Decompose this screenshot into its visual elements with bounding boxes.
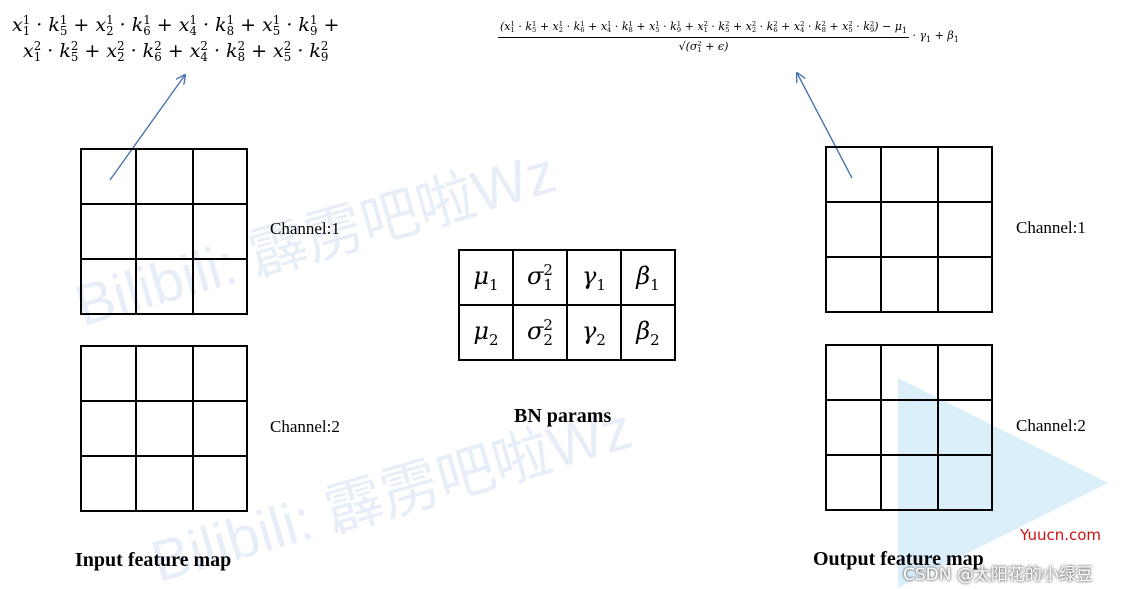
- grid-cell: [82, 347, 137, 402]
- grid-cell: [882, 401, 939, 456]
- input-arrow: [109, 75, 185, 181]
- grid-cell: [194, 347, 248, 402]
- grid-cell: [194, 402, 248, 457]
- grid-cell: [827, 346, 882, 401]
- bn-param-cell: β2: [620, 304, 676, 361]
- grid-cell: [194, 457, 248, 512]
- grid-cell: [82, 402, 137, 457]
- grid-cell: [82, 150, 137, 205]
- grid-cell: [827, 401, 882, 456]
- grid-cell: [939, 203, 993, 258]
- grid-cell: [882, 148, 939, 203]
- output-channel-2-label: Channel:2: [1016, 416, 1086, 435]
- bn-param-cell: μ1: [458, 249, 514, 306]
- bn-params-caption: BN params: [514, 405, 612, 427]
- grid-cell: [137, 347, 194, 402]
- grid-cell: [82, 260, 137, 315]
- bn-param-cell: γ1: [566, 249, 622, 306]
- decorative-triangle: [898, 378, 1108, 588]
- grid-cell: [827, 203, 882, 258]
- input-channel-1-grid: [80, 148, 248, 315]
- grid-cell: [882, 258, 939, 313]
- grid-cell: [137, 457, 194, 512]
- grid-cell: [827, 258, 882, 313]
- grid-cell: [137, 205, 194, 260]
- grid-cell: [939, 258, 993, 313]
- grid-cell: [82, 457, 137, 512]
- output-feature-map-title: Output feature map: [813, 548, 984, 570]
- grid-cell: [882, 456, 939, 511]
- grid-cell: [827, 456, 882, 511]
- bn-param-cell: μ2: [458, 304, 514, 361]
- input-channel-2-grid: [80, 345, 248, 512]
- grid-cell: [137, 402, 194, 457]
- output-arrow: [797, 73, 853, 179]
- bn-param-cell: β1: [620, 249, 676, 306]
- grid-cell: [939, 456, 993, 511]
- site-watermark: Yuucn.com: [1020, 526, 1102, 544]
- input-channel-1-label: Channel:1: [270, 219, 340, 238]
- output-channel-2-grid: [825, 344, 993, 511]
- formula-scale-shift: · γ1 + β1: [912, 29, 959, 45]
- grid-cell: [939, 401, 993, 456]
- input-feature-map-title: Input feature map: [75, 549, 232, 571]
- grid-cell: [939, 148, 993, 203]
- csdn-author-watermark: CSDN @太阳花的小绿豆: [903, 565, 1093, 585]
- input-channel-2-label: Channel:2: [270, 417, 340, 436]
- grid-cell: [194, 260, 248, 315]
- grid-cell: [137, 260, 194, 315]
- bn-param-cell: γ2: [566, 304, 622, 361]
- grid-cell: [882, 346, 939, 401]
- output-channel-1-grid: [825, 146, 993, 313]
- grid-cell: [939, 346, 993, 401]
- grid-cell: [82, 205, 137, 260]
- grid-cell: [137, 150, 194, 205]
- output-channel-1-label: Channel:1: [1016, 218, 1086, 237]
- grid-cell: [194, 150, 248, 205]
- grid-cell: [827, 148, 882, 203]
- grid-cell: [882, 203, 939, 258]
- grid-cell: [194, 205, 248, 260]
